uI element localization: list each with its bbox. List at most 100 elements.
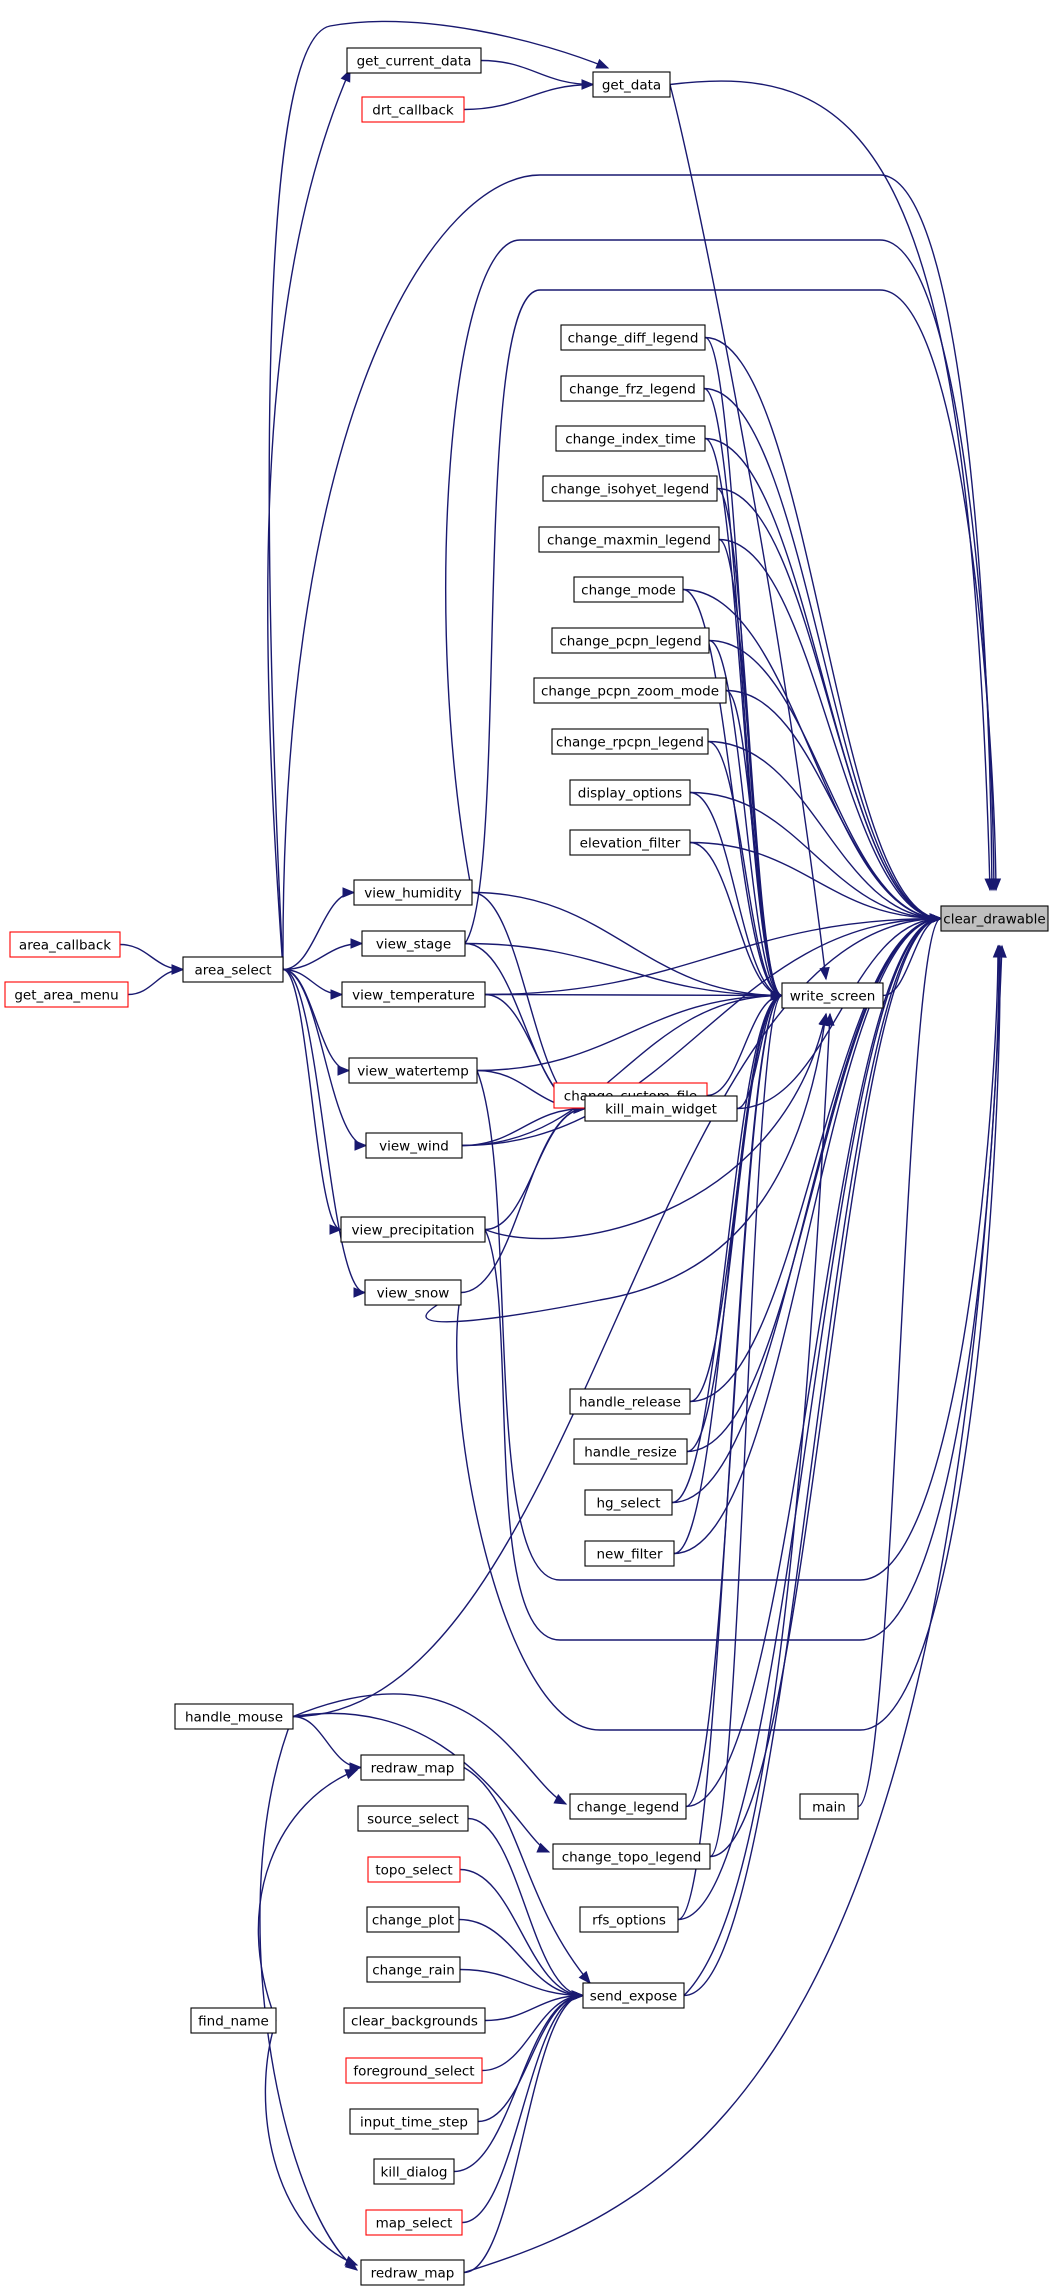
- node-view-wind[interactable]: view_wind: [365, 1132, 463, 1159]
- node-box: [360, 1754, 465, 1781]
- node-view-watertemp[interactable]: view_watertemp: [348, 1057, 478, 1084]
- node-view-snow[interactable]: view_snow: [364, 1279, 462, 1306]
- node-box: [353, 879, 473, 906]
- node-get-current-data[interactable]: get_current_data: [346, 47, 482, 74]
- node-box: [182, 956, 284, 983]
- node-foreground-select[interactable]: foreground_select: [345, 2057, 483, 2084]
- node-change-mode[interactable]: change_mode: [573, 576, 684, 603]
- node-find-name[interactable]: find_name: [190, 2007, 277, 2034]
- node-change-legend[interactable]: change_legend: [569, 1793, 687, 1820]
- node-view-humidity[interactable]: view_humidity: [353, 879, 473, 906]
- node-source-select[interactable]: source_select: [357, 1805, 469, 1832]
- node-box: [552, 1843, 711, 1870]
- node-label: get_current_data: [357, 54, 472, 70]
- node-box: [348, 1057, 478, 1084]
- edge-line: [458, 1918, 584, 1997]
- node-display-options[interactable]: display_options: [569, 779, 691, 806]
- node-change-rpcpn-legend[interactable]: change_rpcpn_legend: [551, 728, 709, 755]
- arrowhead-icon: [536, 1842, 551, 1853]
- node-change-frz-legend[interactable]: change_frz_legend: [560, 375, 705, 402]
- node-area-callback[interactable]: area_callback: [9, 931, 121, 958]
- node-change-index-time[interactable]: change_index_time: [555, 425, 706, 452]
- node-change-rain[interactable]: change_rain: [366, 1956, 461, 1983]
- edge-get-data-to-write-screen: [669, 84, 830, 981]
- node-label: handle_release: [579, 1395, 681, 1411]
- arrowhead-icon: [595, 58, 610, 69]
- node-topo-select[interactable]: topo_select: [367, 1856, 461, 1883]
- node-box: [573, 576, 684, 603]
- edge-area-select-to-get-data: [268, 20, 610, 970]
- node-rfs-options[interactable]: rfs_options: [579, 1906, 679, 1933]
- node-label: get_data: [602, 78, 661, 94]
- edge-change-rain-to-send-expose: [459, 1968, 585, 2001]
- node-redraw-map-2[interactable]: redraw_map: [360, 2259, 465, 2286]
- node-drt-callback[interactable]: drt_callback: [361, 96, 465, 123]
- edge-handle-mouse-to-redraw-map-1: [292, 1715, 363, 1773]
- edge-display-options-to-clear-drawable: [689, 791, 943, 924]
- node-box: [584, 1489, 673, 1516]
- node-label: elevation_filter: [580, 836, 681, 852]
- arrowhead-icon: [171, 964, 185, 975]
- node-view-stage[interactable]: view_stage: [361, 930, 466, 957]
- node-change-topo-legend[interactable]: change_topo_legend: [552, 1843, 711, 1870]
- node-change-maxmin-legend[interactable]: change_maxmin_legend: [538, 526, 720, 553]
- edge-line: [484, 1013, 827, 1240]
- edge-handle-mouse-to-change-topo-legend: [292, 1712, 551, 1853]
- edge-line: [459, 1868, 584, 1997]
- node-handle-release[interactable]: handle_release: [569, 1388, 691, 1415]
- node-box: [584, 1095, 738, 1122]
- edge-line: [461, 917, 942, 1147]
- arrowhead-icon: [329, 1224, 343, 1235]
- edge-drt-callback-to-get-data: [463, 79, 595, 111]
- node-main[interactable]: main: [799, 1793, 859, 1820]
- node-label: view_watertemp: [357, 1064, 469, 1080]
- edge-line: [461, 994, 783, 1147]
- node-box: [190, 2007, 277, 2034]
- node-label: kill_main_widget: [605, 1102, 717, 1118]
- node-kill-main-widget[interactable]: kill_main_widget: [584, 1095, 738, 1122]
- node-change-pcpn-zoom-mode[interactable]: change_pcpn_zoom_mode: [533, 677, 727, 704]
- edge-line: [677, 994, 783, 1921]
- edge-find-name-to-redraw-map-1: [257, 1769, 359, 2021]
- node-get-area-menu[interactable]: get_area_menu: [4, 981, 129, 1008]
- node-box: [360, 2259, 465, 2286]
- node-change-isohyet-legend[interactable]: change_isohyet_legend: [542, 475, 718, 502]
- node-label: map_select: [376, 2216, 453, 2232]
- node-handle-mouse[interactable]: handle_mouse: [174, 1703, 294, 1730]
- node-handle-resize[interactable]: handle_resize: [573, 1438, 688, 1465]
- node-change-diff-legend[interactable]: change_diff_legend: [560, 324, 706, 351]
- edge-handle-mouse-to-change-legend: [292, 1693, 568, 1805]
- node-map-select[interactable]: map_select: [365, 2209, 463, 2236]
- edge-line: [725, 689, 942, 920]
- arrowhead-icon: [344, 1769, 359, 1780]
- node-label: redraw_map: [371, 2266, 455, 2282]
- edge-display-options-to-write-screen: [689, 791, 784, 1001]
- node-box: [551, 728, 709, 755]
- node-label: topo_select: [375, 1863, 452, 1879]
- node-box: [341, 981, 486, 1008]
- node-label: write_screen: [790, 989, 876, 1005]
- node-get-data[interactable]: get_data: [592, 71, 671, 98]
- node-clear-drawable[interactable]: clear_drawable: [940, 905, 1049, 932]
- node-redraw-map-1[interactable]: redraw_map: [360, 1754, 465, 1781]
- edge-line: [471, 891, 783, 997]
- node-label: change_pcpn_legend: [559, 634, 701, 650]
- node-elevation-filter[interactable]: elevation_filter: [569, 829, 691, 856]
- node-write-screen[interactable]: write_screen: [781, 982, 884, 1009]
- node-kill-dialog[interactable]: kill_dialog: [373, 2158, 455, 2185]
- node-clear-backgrounds[interactable]: clear_backgrounds: [343, 2007, 486, 2034]
- node-label: view_snow: [377, 1286, 450, 1302]
- node-change-pcpn-legend[interactable]: change_pcpn_legend: [551, 627, 710, 654]
- node-view-precipitation[interactable]: view_precipitation: [340, 1216, 486, 1243]
- node-label: new_filter: [596, 1547, 663, 1563]
- node-hg-select[interactable]: hg_select: [584, 1489, 673, 1516]
- edge-line: [707, 740, 783, 997]
- node-area-select[interactable]: area_select: [182, 956, 284, 983]
- node-send-expose[interactable]: send_expose: [582, 1982, 685, 2009]
- edge-elevation-filter-to-write-screen: [689, 841, 784, 1001]
- node-view-temperature[interactable]: view_temperature: [341, 981, 486, 1008]
- node-new-filter[interactable]: new_filter: [584, 1540, 675, 1567]
- node-input-time-step[interactable]: input_time_step: [349, 2108, 479, 2135]
- call-graph-edges: [119, 20, 1007, 2274]
- node-change-plot[interactable]: change_plot: [366, 1906, 460, 1933]
